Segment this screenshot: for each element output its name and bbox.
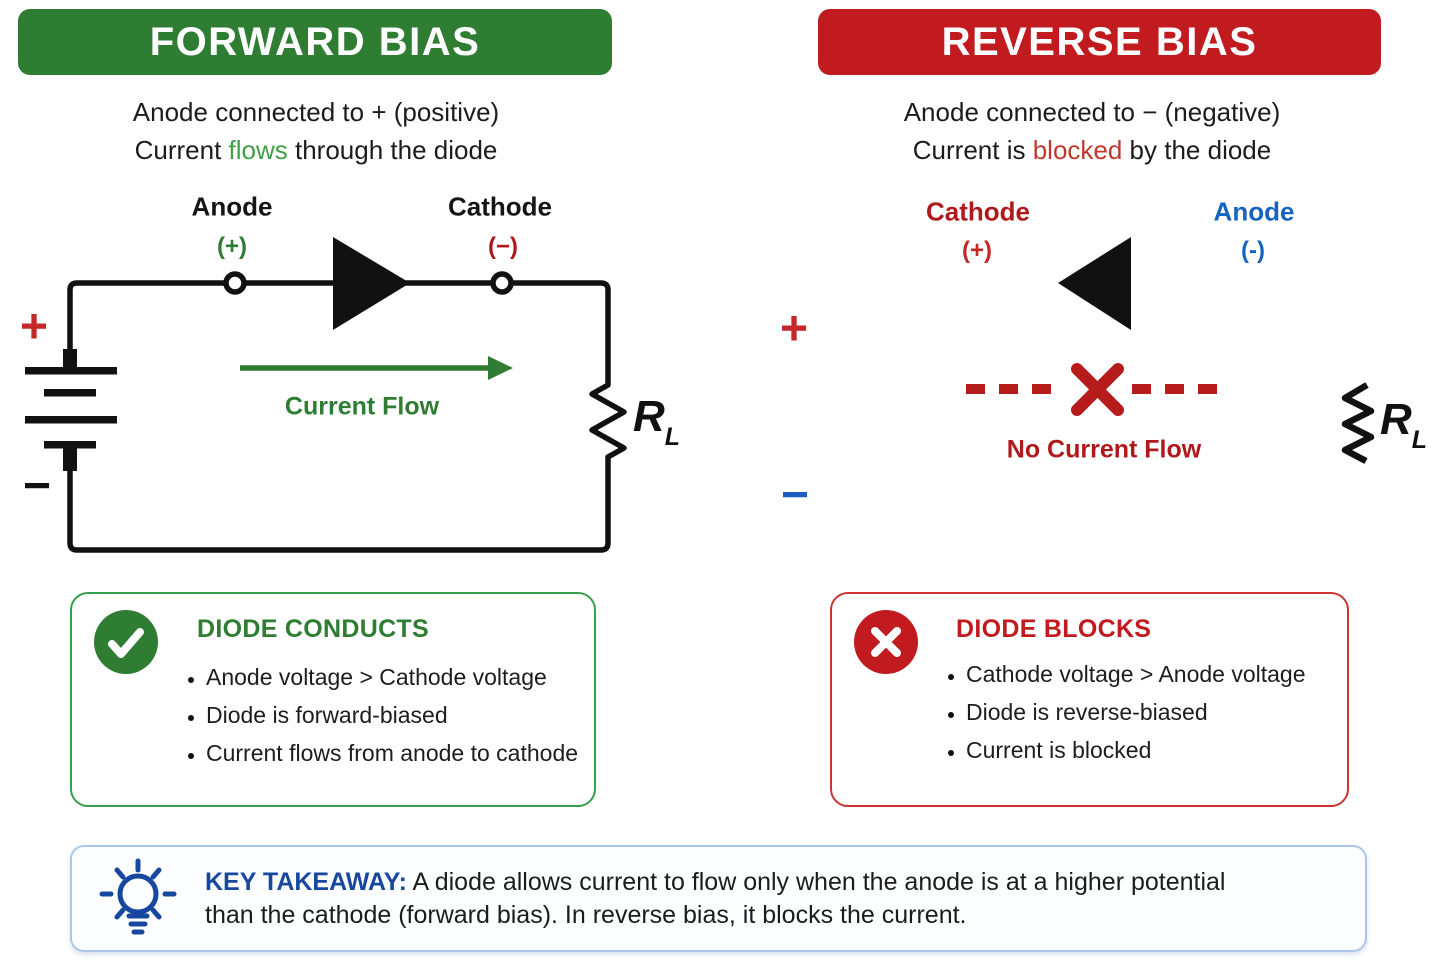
forward-subtitle-line1: Anode connected to + (positive) — [132, 97, 500, 127]
forward-cathode-label: Cathode — [448, 191, 552, 222]
forward-load-resistor-label: RL — [633, 392, 681, 451]
reverse-battery-plus: + — [779, 302, 809, 356]
forward-bias-title: FORWARD BIAS — [149, 19, 481, 64]
reverse-anode-sign: (-) — [1241, 237, 1265, 264]
reverse-resistor — [1341, 382, 1375, 464]
no-current-flow-label: No Current Flow — [1006, 435, 1202, 464]
forward-cathode-sign: (−) — [488, 233, 518, 260]
reverse-subtitle: Anode connected to − (negative) Current … — [775, 93, 1409, 169]
reverse-anode-label: Anode — [1213, 196, 1295, 227]
bullet-item: Anode voltage > Cathode voltage — [206, 658, 578, 696]
takeaway-line2: than the cathode (forward bias). In reve… — [205, 901, 967, 929]
x-mark — [1071, 363, 1124, 416]
lightbulb-icon — [99, 858, 177, 935]
forward-subtitle-line2: Current flows through the diode — [134, 135, 498, 165]
key-takeaway-text: KEY TAKEAWAY: A diode allows current to … — [205, 866, 1226, 932]
forward-diode-triangle — [333, 237, 410, 330]
diode-conducts-box: DIODE CONDUCTS Anode voltage > Cathode v… — [70, 592, 596, 807]
reverse-cathode-label: Cathode — [926, 196, 1030, 227]
reverse-bias-title: REVERSE BIAS — [941, 19, 1258, 64]
reverse-circuit — [966, 237, 1375, 464]
check-circle-icon — [94, 610, 158, 674]
reverse-bias-banner: REVERSE BIAS — [818, 9, 1381, 75]
diode-blocks-box: DIODE BLOCKS Cathode voltage > Anode vol… — [830, 592, 1349, 807]
reverse-battery-minus: − — [780, 468, 810, 522]
bullet-item: Current is blocked — [966, 731, 1306, 769]
forward-subtitle: Anode connected to + (positive) Current … — [0, 93, 632, 169]
takeaway-line1: KEY TAKEAWAY: A diode allows current to … — [205, 868, 1226, 896]
flows-highlight: flows — [228, 135, 288, 165]
bullet-item: Diode is reverse-biased — [966, 693, 1306, 731]
diode-blocks-bullets: Cathode voltage > Anode voltage Diode is… — [944, 655, 1306, 769]
reverse-cathode-sign: (+) — [962, 237, 992, 264]
diode-conducts-bullets: Anode voltage > Cathode voltage Diode is… — [184, 658, 578, 772]
anode-terminal — [223, 271, 247, 295]
bullet-item: Cathode voltage > Anode voltage — [966, 655, 1306, 693]
forward-anode-label: Anode — [191, 191, 273, 222]
reverse-subtitle-line2: Current is blocked by the diode — [912, 135, 1272, 165]
reverse-load-resistor-label: RL — [1380, 395, 1428, 454]
key-takeaway-box: KEY TAKEAWAY: A diode allows current to … — [70, 845, 1367, 952]
bullet-item: Diode is forward-biased — [206, 696, 578, 734]
forward-battery-plus: + — [19, 300, 49, 354]
blocked-highlight: blocked — [1032, 135, 1123, 165]
reverse-subtitle-line1: Anode connected to − (negative) — [903, 97, 1281, 127]
forward-battery-minus: − — [22, 459, 52, 513]
cathode-terminal — [490, 271, 514, 295]
diode-conducts-title: DIODE CONDUCTS — [197, 615, 429, 643]
battery-symbol — [25, 349, 117, 471]
bullet-item: Current flows from anode to cathode — [206, 734, 578, 772]
reverse-diode-triangle — [1058, 237, 1131, 330]
forward-bias-banner: FORWARD BIAS — [18, 9, 612, 75]
x-circle-icon — [854, 610, 918, 674]
forward-anode-sign: (+) — [217, 233, 247, 260]
diode-blocks-title: DIODE BLOCKS — [956, 615, 1152, 643]
current-flow-arrow — [240, 356, 513, 380]
takeaway-label: KEY TAKEAWAY: — [205, 868, 407, 896]
current-flow-label: Current Flow — [284, 392, 440, 421]
